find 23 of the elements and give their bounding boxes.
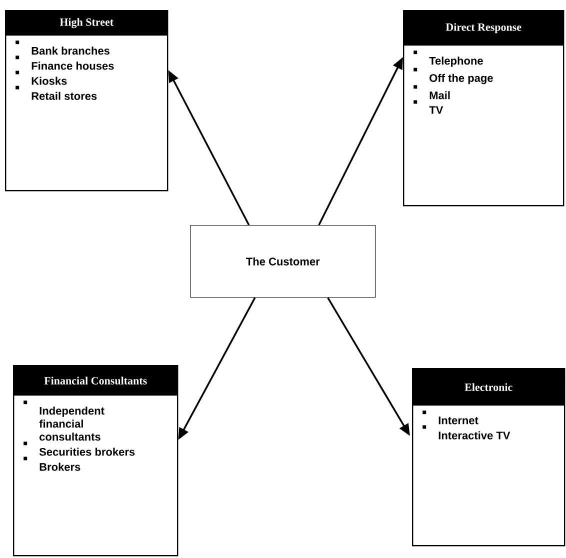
header-bar: Direct Response: [404, 10, 564, 46]
bullet-item: Off the page: [414, 68, 493, 84]
bullet-item: Internet: [422, 410, 478, 424]
bullet-item: Telephone: [414, 50, 483, 67]
bullet-item: Kiosks: [16, 70, 67, 85]
header-bar: High Street: [6, 10, 168, 36]
channel-box: [13, 365, 178, 556]
bullet-item: Interactive TV: [422, 425, 510, 440]
bullet-item: Retail stores: [16, 86, 97, 100]
bullet-item: Securities brokers: [24, 442, 135, 456]
bullet-item: Mail: [414, 85, 450, 100]
node-label: The Customer: [246, 257, 320, 266]
bullet-item: Bank branches: [16, 40, 110, 55]
bullet-item: TV: [414, 100, 444, 114]
header-bar: Electronic: [412, 368, 565, 406]
channel-box: [403, 10, 564, 206]
center-box: [190, 225, 376, 298]
bullet-item: Independent financial consultants: [24, 400, 104, 441]
bullet-item: Brokers: [24, 456, 80, 471]
bullet-item: Finance houses: [16, 56, 114, 70]
channel-box: [412, 368, 566, 546]
header-bar: Financial Consultants: [14, 366, 178, 396]
channel-box: [5, 10, 168, 192]
